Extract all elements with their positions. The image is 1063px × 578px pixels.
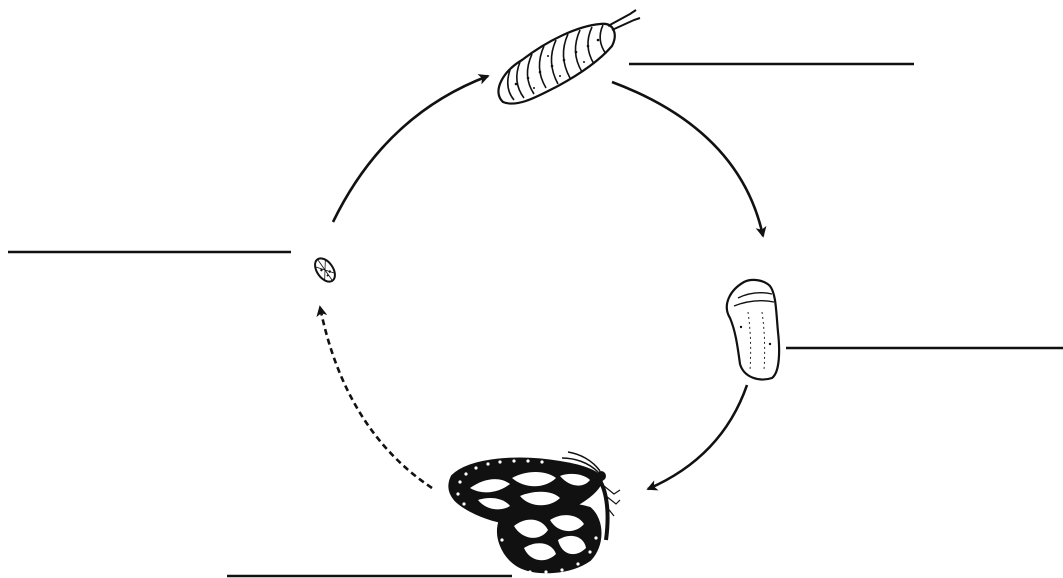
caterpillar-icon	[498, 10, 640, 104]
arrow-chrysalis-to-butterfly	[648, 385, 747, 489]
egg-icon	[311, 255, 339, 285]
chrysalis-icon	[727, 280, 779, 380]
arrow-butterfly-to-egg-dashed	[320, 307, 432, 488]
arrow-caterpillar-to-chrysalis	[612, 82, 763, 236]
arrow-egg-to-caterpillar	[333, 76, 488, 222]
butterfly-icon	[449, 452, 620, 574]
